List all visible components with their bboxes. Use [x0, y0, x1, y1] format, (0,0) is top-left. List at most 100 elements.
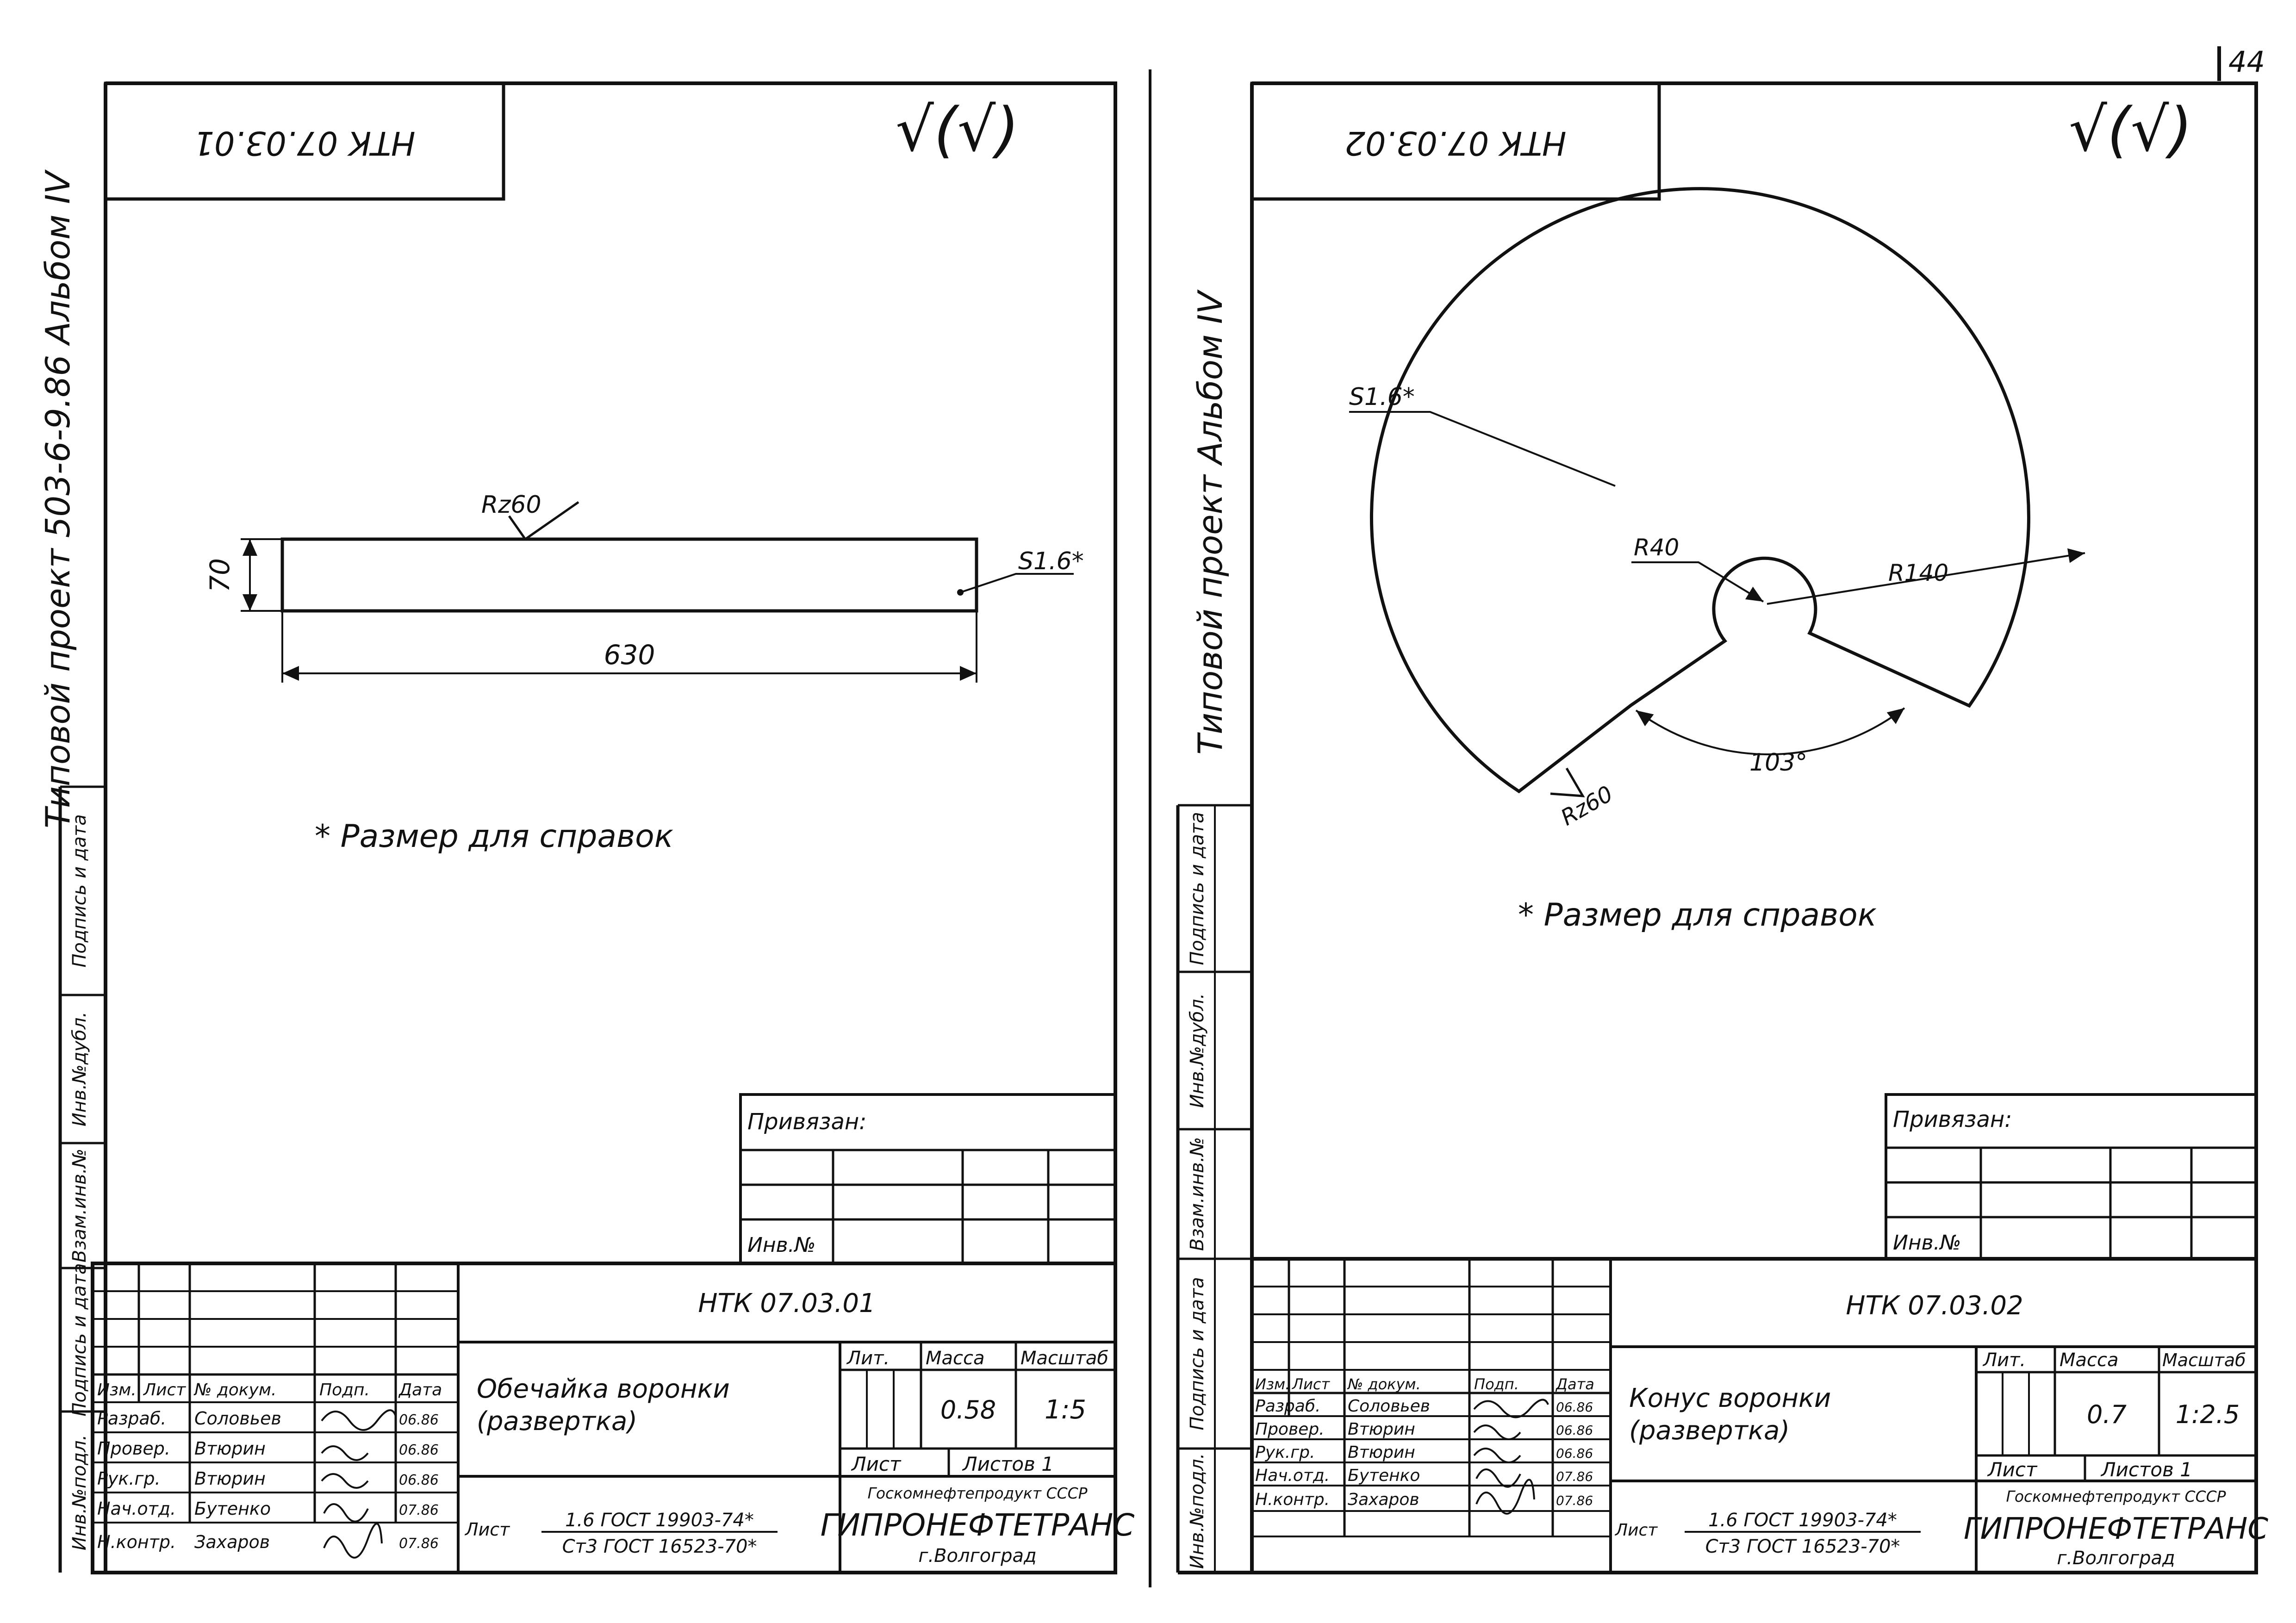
right-cone-development-outline — [1370, 187, 2030, 794]
left-mass-label: Масса — [926, 1348, 985, 1369]
left-scale-label: Масштаб — [1020, 1348, 1108, 1369]
left-row-role: Разраб. — [97, 1408, 166, 1429]
left-vertical-project-title: Типовой проект 503-6-9.86 Альбом IV — [38, 169, 77, 828]
right-r-outer-dim-line — [1767, 548, 2085, 605]
right-material-top: 1.6 ГОСТ 19903-74* — [1708, 1510, 1897, 1531]
right-angle-label: 103° — [1749, 749, 1807, 777]
right-inv-label: Инв.№ — [1893, 1231, 1961, 1255]
left-side-label-inv-orig: Инв.№подл. — [69, 1435, 90, 1551]
signature-mark — [1473, 1399, 1549, 1418]
left-row-name: Втюрин — [194, 1438, 266, 1459]
left-row-date: 07.86 — [399, 1536, 439, 1552]
left-part-outline — [280, 537, 978, 613]
left-attached-label: Привязан: — [747, 1109, 866, 1135]
left-scale-value: 1:5 — [1045, 1395, 1086, 1425]
right-top-stamp-code: НТК 07.03.02 — [1344, 124, 1566, 162]
right-thickness-label: S1.6* — [1349, 383, 1415, 411]
right-row-name: Соловьев — [1348, 1397, 1430, 1416]
signature-mark — [1475, 1479, 1535, 1515]
left-row-role: Рук.гр. — [97, 1468, 161, 1489]
right-row-date: 06.86 — [1556, 1399, 1593, 1415]
right-org-top: Госкомнефтепродукт СССР — [2006, 1487, 2226, 1505]
right-angle-arc — [1635, 707, 1905, 756]
right-row-date: 07.86 — [1556, 1469, 1593, 1484]
signature-mark — [1475, 1468, 1521, 1488]
left-thickness-label: S1.6* — [1018, 547, 1084, 575]
right-hdr-date: Дата — [1555, 1375, 1594, 1393]
left-org-main: ГИПРОНЕФТЕТРАНС — [821, 1507, 1135, 1543]
right-scale-label: Масштаб — [2162, 1350, 2246, 1370]
right-mass-value: 0.7 — [2087, 1400, 2127, 1429]
left-row-date: 06.86 — [399, 1472, 439, 1488]
left-org-city: г.Волгоград — [918, 1545, 1036, 1567]
left-title-block — [91, 1262, 1117, 1574]
left-reference-note: * Размер для справок — [315, 818, 673, 855]
left-roughness-mark: √(√) — [896, 94, 1019, 165]
right-row-name: Бутенко — [1348, 1466, 1420, 1485]
right-mass-label: Масса — [2060, 1349, 2119, 1371]
left-dim-height: 70 — [204, 558, 236, 592]
right-r-inner-label: R40 — [1634, 534, 1679, 561]
left-row-role: Нач.отд. — [97, 1499, 176, 1519]
right-side-label-inv-orig: Инв.№подл. — [1187, 1453, 1208, 1569]
left-hdr-sign: Подп. — [319, 1380, 370, 1399]
left-hdr-date: Дата — [398, 1380, 442, 1399]
right-roughness-label: Rz60 — [1556, 781, 1618, 831]
right-hdr-sign: Подп. — [1474, 1375, 1519, 1393]
left-material-bottom: Ст3 ГОСТ 16523-70* — [562, 1536, 757, 1557]
right-row-date: 06.86 — [1556, 1446, 1593, 1461]
left-lit-label: Лит. — [846, 1348, 890, 1369]
right-row-name: Втюрин — [1348, 1420, 1415, 1439]
right-vertical-project-title: Типовой проект Альбом IV — [1191, 289, 1230, 755]
right-roughness-mark: √(√) — [2069, 94, 2192, 165]
signature-mark — [1473, 1448, 1521, 1463]
right-lit-label: Лит. — [1982, 1349, 2026, 1371]
right-row-name: Втюрин — [1348, 1443, 1415, 1462]
right-row-date: 06.86 — [1556, 1423, 1593, 1438]
signature-mark — [321, 1409, 397, 1431]
right-hdr-doc: № докум. — [1347, 1375, 1421, 1393]
left-row-role: Н.контр. — [97, 1532, 176, 1552]
left-row-name: Соловьев — [194, 1408, 281, 1429]
right-row-role: Разраб. — [1255, 1397, 1320, 1416]
right-side-label-sign-date-2: Подпись и дата — [1187, 1277, 1208, 1430]
right-row-role: Рук.гр. — [1255, 1443, 1315, 1462]
left-side-label-inv-dup: Инв.№дубл. — [69, 1012, 90, 1126]
signature-mark — [1473, 1424, 1521, 1440]
right-reference-note: * Размер для справок — [1518, 897, 1877, 933]
right-top-stamp-box — [1250, 81, 1661, 201]
left-part-sub: (развертка) — [477, 1406, 637, 1436]
left-hdr-izm: Изм. — [97, 1380, 137, 1399]
left-hdr-doc: № докум. — [193, 1380, 276, 1399]
left-row-name: Бутенко — [194, 1499, 271, 1519]
left-row-name: Захаров — [194, 1532, 270, 1552]
right-side-label-sign-date: Подпись и дата — [1187, 812, 1208, 965]
page-number: 44 — [2228, 45, 2265, 79]
left-row-role: Провер. — [97, 1438, 170, 1459]
right-attached-label: Привязан: — [1893, 1107, 2012, 1132]
right-part-name: Конус воронки — [1629, 1383, 1831, 1413]
right-side-label-replace-inv: Взам.инв.№ — [1187, 1137, 1208, 1251]
right-row-name: Захаров — [1348, 1490, 1419, 1509]
left-top-stamp-box — [104, 81, 505, 201]
signature-mark — [321, 1445, 369, 1461]
left-material-prefix: Лист — [464, 1519, 510, 1540]
left-hdr-list: Лист — [143, 1380, 186, 1399]
left-top-stamp-code: НТК 07.03.01 — [193, 124, 415, 162]
left-row-date: 06.86 — [399, 1412, 439, 1428]
left-part-name: Обечайка воронки — [477, 1374, 730, 1404]
left-row-date: 07.86 — [399, 1502, 439, 1518]
right-row-role: Нач.отд. — [1255, 1466, 1330, 1485]
left-roughness-label: Rz60 — [481, 491, 541, 519]
right-sheet-label: Лист — [1987, 1458, 2038, 1481]
right-hdr-izm: Изм. — [1255, 1375, 1290, 1393]
right-material-prefix: Лист — [1614, 1521, 1658, 1540]
right-sheets-count: Листов 1 — [2100, 1458, 2192, 1481]
right-scale-value: 1:2.5 — [2176, 1400, 2240, 1429]
right-row-role: Н.контр. — [1255, 1490, 1330, 1509]
right-hdr-list: Лист — [1292, 1375, 1330, 1393]
signature-mark — [323, 1503, 369, 1523]
left-side-label-sign-date: Подпись и дата — [69, 814, 90, 967]
right-row-role: Провер. — [1255, 1420, 1325, 1439]
